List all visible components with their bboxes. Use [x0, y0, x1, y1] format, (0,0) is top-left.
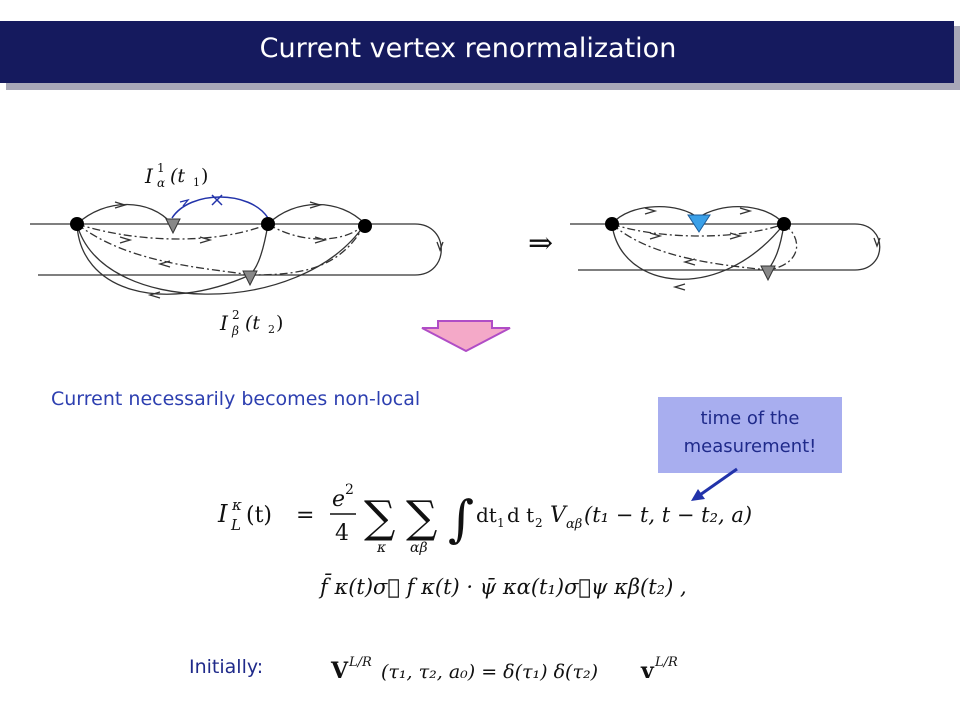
formula-equals: =	[296, 503, 314, 528]
initial-lhs-sup: L/R	[348, 655, 372, 670]
contour-turn	[414, 223, 442, 276]
initial-args: (τ₁, τ₂, a₀) = δ(τ₁) δ(τ₂)	[381, 661, 598, 683]
dashdot-return	[767, 223, 798, 271]
arc-outer-bottom	[76, 223, 366, 295]
dashdot-upper	[76, 223, 269, 240]
vertex-dot	[605, 217, 619, 231]
label-top-I: I	[144, 164, 154, 188]
arc-upper-left	[76, 204, 173, 225]
arrow-chevron	[649, 232, 663, 240]
callout-line-2: measurement!	[683, 436, 817, 457]
arrow-chevron	[119, 236, 133, 244]
formula-lhs-I: I	[217, 500, 228, 528]
initial-rhs-sup: L/R	[654, 655, 678, 670]
arc-upper-right	[267, 204, 366, 225]
dashdot-lower	[76, 223, 251, 276]
arrow-chevron	[157, 260, 171, 268]
arc-inner-right	[249, 223, 269, 276]
label-bottom-arg: (t	[245, 312, 260, 334]
formula-measure2-sub: 2	[535, 516, 543, 530]
implies-symbol: ⇒	[528, 226, 553, 261]
formula-lhs-arg: (t)	[246, 503, 272, 528]
arc-lower-left	[76, 223, 251, 295]
vertex-dot	[358, 219, 372, 233]
dashdot-right	[267, 223, 366, 240]
label-bottom-sub: β	[231, 324, 239, 338]
arc-upper-left	[611, 206, 699, 225]
arrow-chevron	[309, 201, 323, 209]
formula-vertex: V	[550, 503, 568, 528]
dashdot-return	[249, 223, 366, 276]
sum-index-2: αβ	[410, 540, 428, 556]
label-top-sup: 1	[157, 161, 165, 175]
initial-rhs: v	[640, 658, 655, 684]
slide-title: Current vertex renormalization	[259, 33, 677, 64]
arc-upper-right	[697, 206, 785, 225]
formula-measure-sub: 1	[497, 516, 505, 530]
dashdot-lower	[611, 223, 769, 271]
label-bottom-sup: 2	[232, 308, 240, 322]
formula-frac-num: e	[332, 487, 345, 512]
callout-box: time of the measurement!	[658, 397, 842, 473]
arrow-chevron	[147, 291, 161, 299]
label-top-arg: (t	[170, 165, 185, 187]
callout-line-1: time of the	[700, 408, 800, 429]
current-arrow	[179, 198, 190, 207]
formula-vertex-args: (t₁ − t, t − t₂, a)	[584, 503, 752, 527]
label-bottom-I: I	[219, 311, 229, 335]
initially-label: Initially:	[189, 656, 264, 678]
contour-turn-arrow	[436, 241, 444, 252]
arrow-chevron	[114, 201, 128, 209]
formula-vertex-sub: αβ	[566, 517, 582, 532]
arrow-chevron	[729, 232, 743, 240]
nonlocal-statement: Current necessarily becomes non-local	[51, 388, 421, 410]
label-top-close: )	[201, 165, 208, 187]
arrow-chevron	[314, 236, 328, 244]
label-top-sub: α	[157, 176, 165, 190]
cross-mark-icon	[211, 194, 223, 206]
dashdot-upper	[611, 223, 785, 237]
label-top-argsub: 1	[193, 176, 200, 189]
title-bar: Current vertex renormalization	[0, 21, 954, 83]
vertex-dot	[70, 217, 84, 231]
arc-inner-right	[767, 223, 785, 271]
formula-frac-den: 4	[335, 521, 349, 546]
sum-index-1: κ	[376, 540, 386, 556]
formula-measure2: d t	[507, 503, 534, 527]
formula-measure: dt	[476, 503, 497, 527]
arc-outer-bottom	[611, 223, 785, 280]
initial-lhs: V	[330, 658, 349, 684]
down-arrow-icon	[421, 320, 511, 352]
label-bottom-close: )	[276, 312, 283, 334]
vertex-dot	[261, 217, 275, 231]
sum-symbol-2: ∑	[406, 492, 437, 543]
formula-lhs-sub: L	[230, 516, 241, 534]
vertex-dot	[777, 217, 791, 231]
current-vertex-triangle	[242, 270, 258, 287]
arrow-chevron	[644, 207, 658, 215]
arrow-chevron	[739, 207, 753, 215]
callout-pointer-arrow	[691, 467, 738, 501]
contour-turn-arrow	[873, 237, 881, 248]
initial-formula: V L/R (τ₁, τ₂, a₀) = δ(τ₁) δ(τ₂) v L/R	[330, 655, 678, 684]
formula-frac-num-sup: 2	[345, 482, 354, 498]
contour-turn	[854, 223, 881, 271]
left-diagram	[30, 201, 444, 299]
keldysh-diagram: I 1 α (t 1 ) I 2 β (t 2 ) ⇒	[30, 161, 881, 338]
arrow-chevron	[199, 236, 213, 244]
label-bottom-argsub: 2	[268, 323, 275, 336]
current-formula: I κ L (t) = e 2 4 ∑ κ ∑ αβ ∫ dt 1 d t 2 …	[217, 482, 752, 599]
formula-lhs-sup: κ	[231, 496, 242, 514]
arrow-chevron	[672, 283, 686, 291]
sum-symbol-1: ∑	[364, 492, 395, 543]
current-vertex-triangle	[165, 218, 181, 235]
arrow-chevron	[682, 258, 696, 266]
integral-symbol: ∫	[448, 490, 474, 548]
current-vertex-triangle	[760, 265, 776, 282]
formula-line-2: f̄ κ(t)σ⃗ f κ(t) · ψ̄ κα(t₁)σ⃗ψ κβ(t₂) ,	[318, 573, 687, 599]
renormalized-vertex-triangle	[687, 214, 711, 233]
